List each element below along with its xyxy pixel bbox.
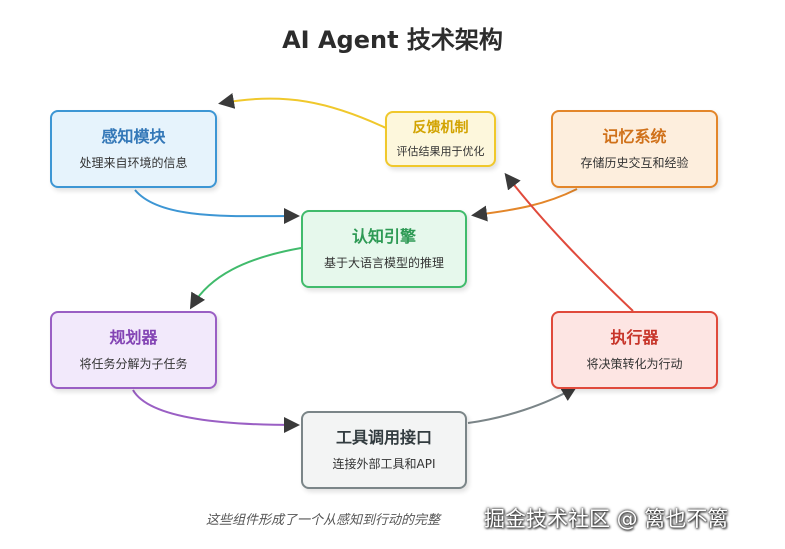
node-perception-title: 感知模块	[101, 127, 166, 146]
caption: 这些组件形成了一个从感知到行动的完整	[206, 513, 441, 528]
node-planner-title: 规划器	[109, 328, 158, 347]
arrow-perception-to-cognition	[134, 189, 300, 225]
arrow-memory-to-cognition	[471, 188, 578, 222]
node-tools-title: 工具调用接口	[335, 428, 432, 447]
node-tools: 工具调用接口 连接外部工具和API	[301, 411, 467, 489]
node-cognition-desc: 基于大语言模型的推理	[323, 256, 444, 270]
node-executor-desc: 将决策转化为行动	[586, 357, 683, 371]
node-planner: 规划器 将任务分解为子任务	[50, 311, 217, 389]
node-planner-desc: 将任务分解为子任务	[79, 357, 188, 371]
arrow-feedback-to-perception	[218, 93, 387, 129]
arrow-tools-to-executor	[467, 385, 578, 424]
node-memory-title: 记忆系统	[602, 127, 667, 146]
node-feedback-desc: 评估结果用于优化	[396, 145, 485, 158]
node-tools-desc: 连接外部工具和API	[332, 457, 436, 471]
watermark: 掘金技术社区 @ 篱也不篱	[484, 507, 729, 531]
arrow-cognition-to-planner	[189, 247, 302, 310]
node-executor-title: 执行器	[610, 328, 659, 347]
node-cognition: 认知引擎 基于大语言模型的推理	[301, 210, 467, 288]
node-perception-desc: 处理来自环境的信息	[79, 156, 188, 170]
node-memory: 记忆系统 存储历史交互和经验	[551, 110, 718, 188]
arrow-planner-to-tools	[132, 389, 300, 433]
node-memory-desc: 存储历史交互和经验	[580, 156, 689, 170]
node-cognition-title: 认知引擎	[351, 227, 416, 246]
node-feedback-title: 反馈机制	[412, 120, 469, 136]
arrow-executor-to-feedback	[504, 172, 634, 312]
node-perception: 感知模块 处理来自环境的信息	[50, 110, 217, 188]
diagram-title: AI Agent 技术架构	[282, 26, 503, 54]
node-feedback: 反馈机制 评估结果用于优化	[385, 111, 496, 167]
node-executor: 执行器 将决策转化为行动	[551, 311, 718, 389]
